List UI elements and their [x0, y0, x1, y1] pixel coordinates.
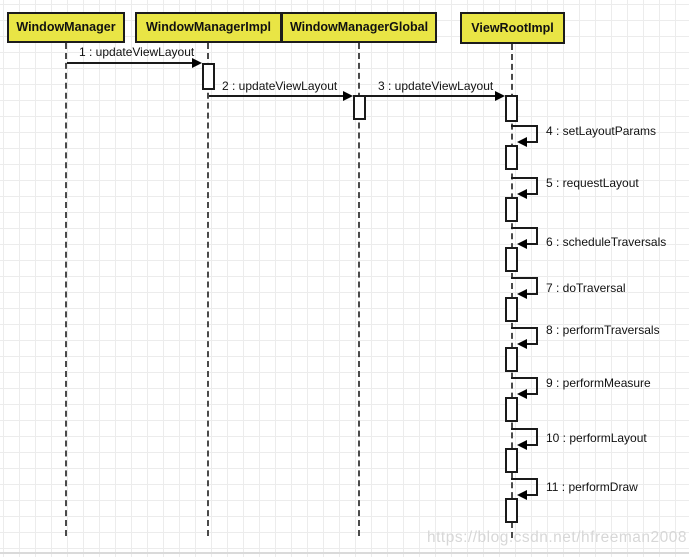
lifeline-windowmanager: [65, 43, 67, 536]
participant-viewrootimpl: ViewRootImpl: [460, 12, 565, 44]
self-call-line: [536, 478, 538, 496]
self-call-line: [536, 277, 538, 295]
lifeline-viewrootimpl: [511, 44, 513, 538]
self-call-line: [524, 243, 538, 245]
arrowhead-left-icon: [517, 137, 527, 147]
self-call-line: [511, 227, 538, 229]
activation-bar-viewrootimpl: [505, 347, 518, 372]
arrowhead-left-icon: [517, 289, 527, 299]
activation-bar-viewrootimpl: [505, 297, 518, 322]
activation-bar-viewrootimpl: [505, 95, 518, 122]
message-line: [67, 62, 194, 64]
participant-windowmanagerglobal: WindowManagerGlobal: [281, 12, 437, 43]
message-line: [209, 95, 344, 97]
self-call-line: [536, 177, 538, 195]
self-call-line: [511, 177, 538, 179]
self-call-line: [524, 343, 538, 345]
arrowhead-left-icon: [517, 490, 527, 500]
self-call-line: [524, 444, 538, 446]
activation-bar-viewrootimpl: [505, 197, 518, 222]
self-call-line: [524, 293, 538, 295]
activation-bar-viewrootimpl: [505, 498, 518, 523]
arrowhead-right-icon: [192, 58, 202, 68]
message-label: 10 : performLayout: [546, 431, 647, 445]
self-call-line: [511, 478, 538, 480]
message-label: 7 : doTraversal: [546, 281, 626, 295]
message-label: 6 : scheduleTraversals: [546, 235, 667, 249]
arrowhead-left-icon: [517, 389, 527, 399]
arrowhead-left-icon: [517, 339, 527, 349]
message-label: 4 : setLayoutParams: [546, 124, 657, 138]
message-label: 1 : updateViewLayout: [79, 45, 195, 59]
self-call-line: [511, 428, 538, 430]
message-label: 11 : performDraw: [546, 480, 638, 494]
arrowhead-left-icon: [517, 239, 527, 249]
self-call-line: [524, 141, 538, 143]
self-call-line: [511, 125, 538, 127]
participant-windowmanager: WindowManager: [7, 12, 125, 43]
lifeline-windowmanagerglobal: [358, 43, 360, 536]
message-label: 2 : updateViewLayout: [222, 79, 338, 93]
self-call-line: [536, 227, 538, 245]
watermark-text: https://blog.csdn.net/hfreeman2008: [427, 529, 687, 546]
activation-bar-windowmanagerimpl: [202, 63, 215, 90]
self-call-line: [511, 327, 538, 329]
activation-bar-viewrootimpl: [505, 145, 518, 170]
activation-bar-viewrootimpl: [505, 247, 518, 272]
self-call-line: [536, 428, 538, 446]
arrowhead-right-icon: [495, 91, 505, 101]
activation-bar-viewrootimpl: [505, 448, 518, 473]
self-call-line: [524, 494, 538, 496]
message-label: 8 : performTraversals: [546, 323, 660, 337]
participant-windowmanagerimpl: WindowManagerImpl: [135, 12, 282, 43]
activation-bar-windowmanagerglobal: [353, 95, 366, 120]
arrowhead-left-icon: [517, 189, 527, 199]
self-call-line: [511, 377, 538, 379]
arrowhead-right-icon: [343, 91, 353, 101]
arrowhead-left-icon: [517, 440, 527, 450]
bottom-grid-rule: [0, 552, 689, 554]
self-call-line: [536, 327, 538, 345]
message-label: 9 : performMeasure: [546, 376, 651, 390]
message-label: 3 : updateViewLayout: [378, 79, 494, 93]
message-line: [366, 95, 496, 97]
self-call-line: [536, 125, 538, 143]
activation-bar-viewrootimpl: [505, 397, 518, 422]
self-call-line: [536, 377, 538, 395]
lifeline-windowmanagerimpl: [207, 43, 209, 536]
self-call-line: [524, 393, 538, 395]
self-call-line: [524, 193, 538, 195]
message-label: 5 : requestLayout: [546, 176, 639, 190]
self-call-line: [511, 277, 538, 279]
